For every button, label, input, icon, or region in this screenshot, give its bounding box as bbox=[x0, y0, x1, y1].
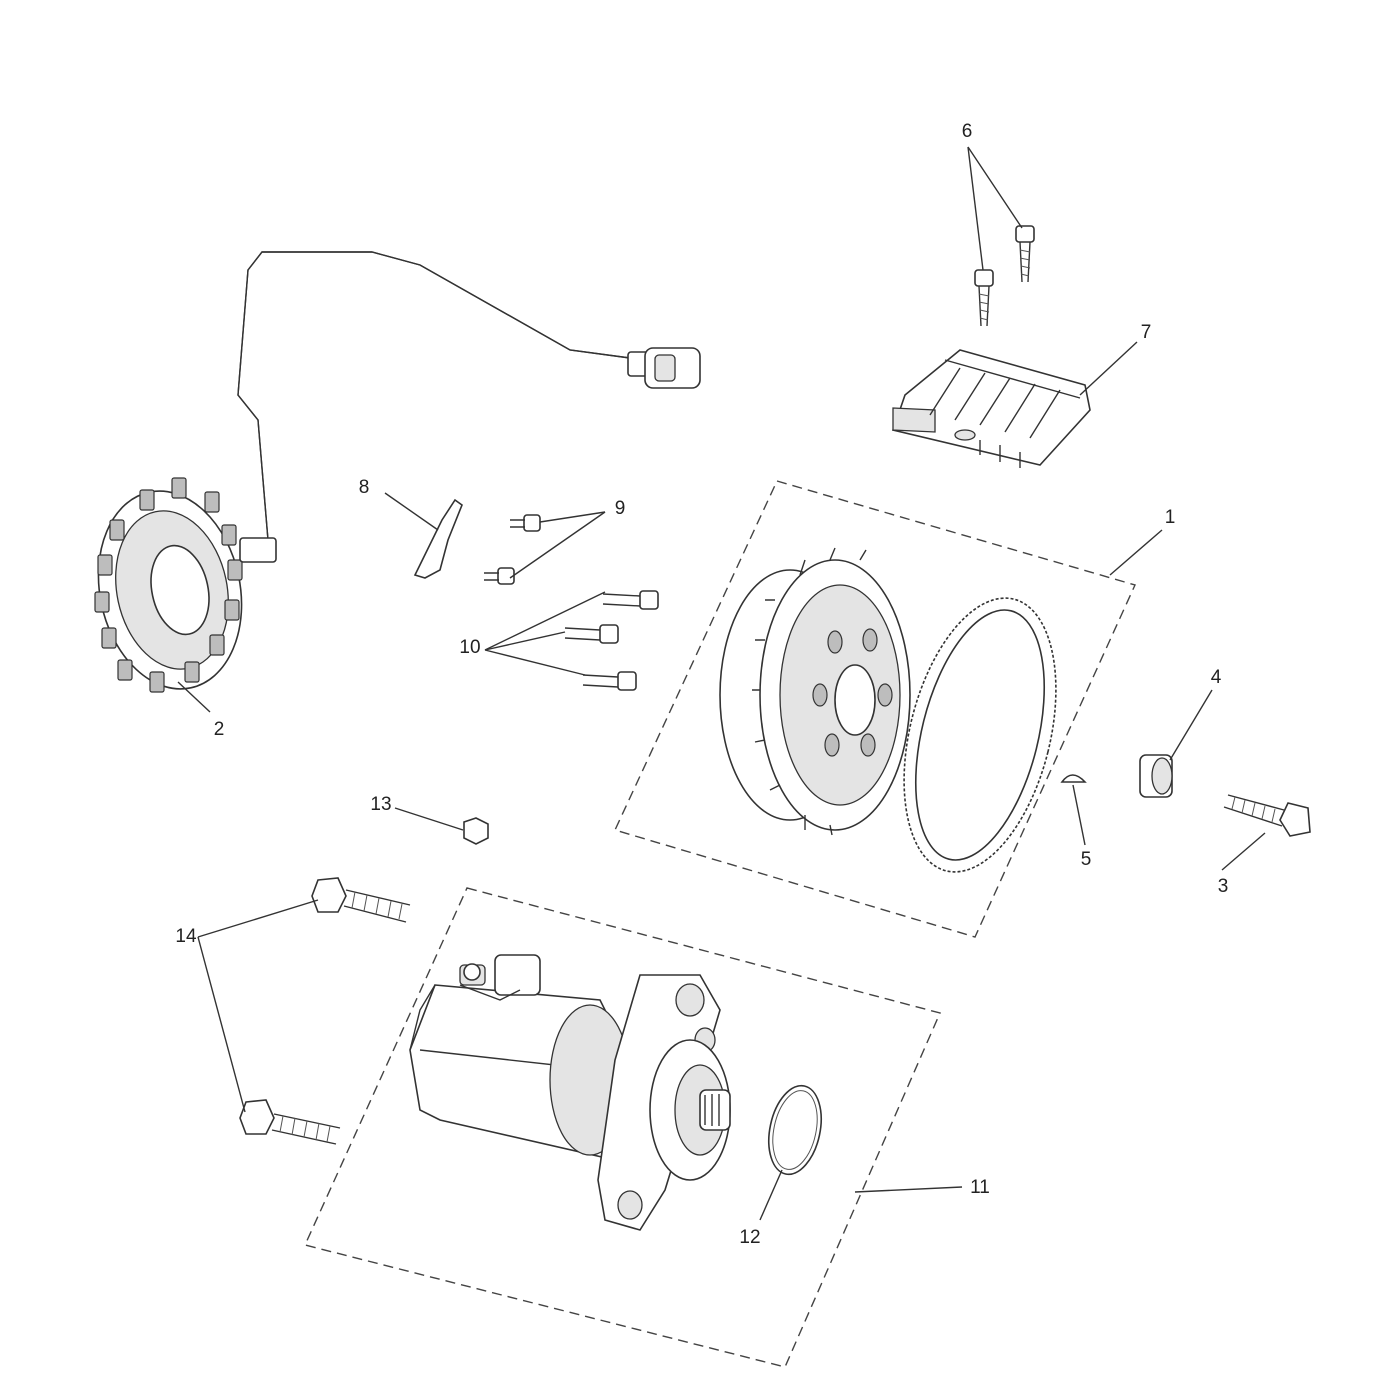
leader-2 bbox=[177, 681, 211, 713]
leader-10b bbox=[484, 631, 566, 651]
bracket-bolt-b bbox=[484, 567, 515, 585]
o-ring bbox=[768, 1084, 822, 1176]
leader-9a bbox=[539, 511, 606, 523]
callout-14: 14 bbox=[175, 926, 197, 947]
leader-12 bbox=[759, 1169, 783, 1221]
starter-motor bbox=[409, 954, 731, 1231]
leader-11 bbox=[854, 1186, 963, 1193]
starter-pinion-gear bbox=[699, 1089, 731, 1131]
hex-nut bbox=[463, 817, 489, 845]
callout-5: 5 bbox=[1081, 849, 1092, 870]
callout-6: 6 bbox=[962, 121, 973, 142]
flywheel-group-box bbox=[614, 480, 1136, 938]
leader-14a bbox=[197, 899, 319, 938]
starter-bolt-a bbox=[311, 877, 411, 923]
leader-5 bbox=[1072, 784, 1086, 846]
leader-6b bbox=[967, 146, 984, 271]
leader-7 bbox=[1079, 341, 1138, 396]
callout-11: 11 bbox=[970, 1177, 990, 1198]
leader-10a bbox=[484, 591, 606, 651]
stator-bolt-c bbox=[582, 671, 637, 691]
starter-ring-gear bbox=[903, 597, 1057, 873]
leader-9b bbox=[509, 511, 606, 579]
stator-bolt-a bbox=[602, 590, 659, 610]
regulator-bolt-b bbox=[974, 269, 994, 327]
leader-13 bbox=[394, 807, 464, 831]
stator-bolt-b bbox=[564, 624, 619, 644]
leader-6a bbox=[967, 146, 1023, 229]
callout-3: 3 bbox=[1218, 876, 1229, 897]
callout-8: 8 bbox=[359, 477, 370, 498]
callout-labels: 1 2 3 4 5 6 7 8 9 10 11 12 13 14 bbox=[175, 121, 1228, 1248]
stator-coil bbox=[94, 477, 277, 693]
callout-4: 4 bbox=[1211, 667, 1222, 688]
starter-group-box bbox=[304, 887, 941, 1368]
starter-bolt-b bbox=[239, 1099, 341, 1145]
leader-lines bbox=[177, 146, 1266, 1221]
starter-terminal bbox=[459, 954, 541, 1001]
callout-2: 2 bbox=[214, 719, 225, 740]
callout-9: 9 bbox=[615, 498, 626, 519]
regulator-rectifier bbox=[891, 349, 1091, 468]
callout-12: 12 bbox=[739, 1227, 760, 1248]
leader-3 bbox=[1221, 832, 1266, 871]
leader-4 bbox=[1169, 689, 1213, 761]
callout-7: 7 bbox=[1141, 322, 1152, 343]
leader-14b bbox=[197, 936, 246, 1113]
woodruff-key bbox=[1060, 774, 1087, 783]
stator-teeth bbox=[94, 477, 243, 693]
rotor-hub bbox=[834, 664, 876, 736]
rotor-bolt bbox=[1223, 794, 1311, 837]
stator-terminal bbox=[239, 537, 277, 563]
leader-10c bbox=[484, 649, 586, 676]
callout-10: 10 bbox=[459, 637, 480, 658]
stator-assembly bbox=[94, 251, 701, 693]
cable-bracket bbox=[413, 498, 463, 579]
stator-wiring-harness bbox=[237, 251, 631, 546]
rotor-flywheel bbox=[719, 547, 911, 836]
regulator-bolt-a bbox=[1015, 225, 1035, 283]
leader-8 bbox=[384, 492, 439, 531]
harness-connector bbox=[627, 347, 701, 389]
callout-13: 13 bbox=[370, 794, 391, 815]
leader-1 bbox=[1109, 529, 1163, 576]
callout-1: 1 bbox=[1165, 507, 1176, 528]
washer bbox=[1139, 754, 1173, 798]
bracket-bolt-a bbox=[510, 514, 541, 532]
